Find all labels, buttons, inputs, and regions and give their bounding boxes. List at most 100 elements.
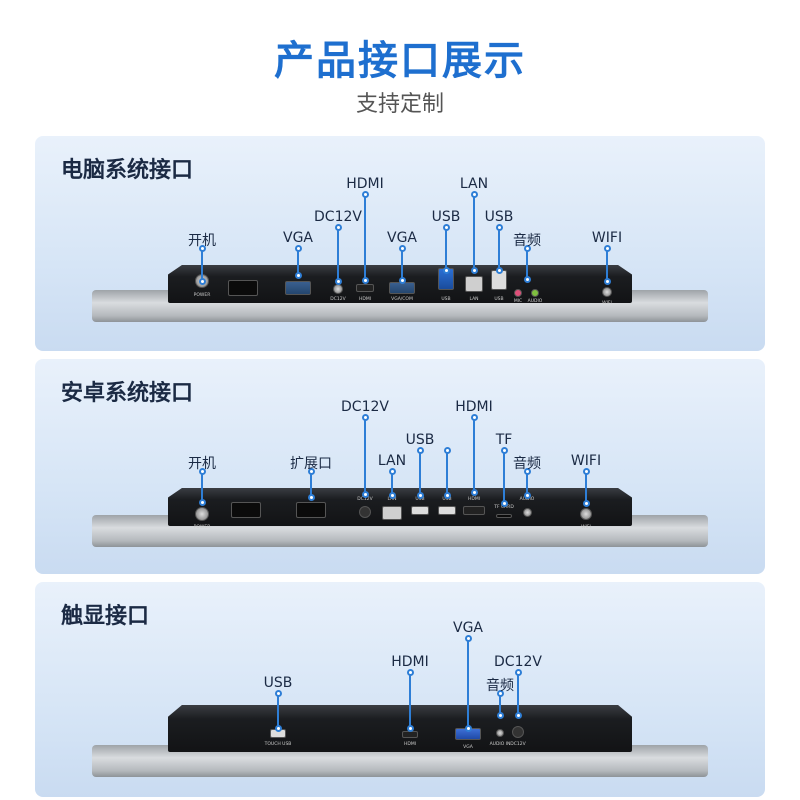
callout-dot xyxy=(442,223,450,231)
port-slot xyxy=(228,280,258,296)
callout-label: LAN xyxy=(377,453,407,469)
port-audio xyxy=(531,289,539,297)
callout-dot xyxy=(500,446,508,454)
port-label: HDMI xyxy=(403,742,417,747)
callout-dot xyxy=(198,277,206,285)
callout-dot xyxy=(334,223,342,231)
callout-dot xyxy=(523,275,531,283)
callout-label: USB xyxy=(405,432,435,448)
callout-line xyxy=(585,471,587,503)
port-label: USB xyxy=(415,497,425,502)
callout-label: USB xyxy=(484,209,514,225)
callout-dot xyxy=(495,223,503,231)
port-dc12v xyxy=(359,506,371,518)
port-dc12v xyxy=(333,284,343,294)
callout-dot xyxy=(398,244,406,252)
callout-line xyxy=(503,450,505,503)
port-label: VGA xyxy=(463,745,473,750)
callout-dot xyxy=(361,413,369,421)
callout-line xyxy=(201,248,203,281)
callout-label: DC12V xyxy=(494,654,542,670)
port-wifi xyxy=(580,508,592,520)
callout-dot xyxy=(514,668,522,676)
callout-dot xyxy=(334,277,342,285)
page-subtitle: 支持定制 xyxy=(355,92,444,117)
panel-title: 触显接口 xyxy=(61,604,150,629)
callout-line xyxy=(419,450,421,495)
callout-dot xyxy=(294,244,302,252)
callout-line xyxy=(364,194,366,280)
callout-label: 音频 xyxy=(513,456,541,472)
callout-dot xyxy=(496,711,504,719)
callout-line xyxy=(391,471,393,495)
port-label: DC12V xyxy=(330,297,346,302)
port-label: TOUCH USB xyxy=(264,742,292,747)
port-label: AUDIO xyxy=(527,299,543,304)
callout-dot xyxy=(470,488,478,496)
callout-label: 音频 xyxy=(513,233,541,249)
callout-dot xyxy=(470,266,478,274)
port-label: LAN xyxy=(387,497,397,502)
panel-touch-display-interfaces: 触显接口 TOUCH USB HDMI VGA AUDIO IN DC12V USB HDM… xyxy=(35,582,765,797)
callout-label: VGA xyxy=(386,230,418,246)
callout-dot xyxy=(388,467,396,475)
callout-dot xyxy=(443,491,451,499)
callout-dot xyxy=(443,446,451,454)
port-slot xyxy=(296,502,326,518)
panel-title: 电脑系统接口 xyxy=(61,158,194,183)
port-hdmi xyxy=(356,284,374,292)
callout-dot xyxy=(416,491,424,499)
callout-label: 扩展口 xyxy=(290,456,332,472)
callout-dot xyxy=(361,490,369,498)
callout-label: WIFI xyxy=(591,230,623,246)
port-label: WIFI xyxy=(581,525,591,530)
callout-dot xyxy=(361,190,369,198)
port-slot xyxy=(285,281,311,295)
callout-label: 开机 xyxy=(188,233,216,249)
callout-line xyxy=(526,248,528,279)
port-mic xyxy=(514,289,522,297)
callout-dot xyxy=(307,493,315,501)
port-label: VGA/COM xyxy=(391,297,413,302)
port-label: USB xyxy=(442,497,452,502)
callout-line xyxy=(337,227,339,281)
callout-label: HDMI xyxy=(455,399,493,415)
callout-label: USB xyxy=(263,675,293,691)
port-audio-in xyxy=(496,729,504,737)
callout-line xyxy=(446,450,448,495)
callout-line xyxy=(499,693,501,715)
callout-line xyxy=(498,227,500,270)
port-label: WIFI xyxy=(602,301,612,306)
callout-dot xyxy=(416,446,424,454)
port-tf-card xyxy=(496,514,512,518)
callout-dot xyxy=(464,634,472,642)
callout-label: DC12V xyxy=(314,209,362,225)
callout-dot xyxy=(582,467,590,475)
port-usb xyxy=(411,505,429,515)
port-label: AUDIO IN xyxy=(489,742,511,747)
callout-dot xyxy=(470,190,478,198)
callout-line xyxy=(409,672,411,728)
port-label: DC12V xyxy=(357,497,373,502)
callout-line xyxy=(467,638,469,728)
callout-label: HDMI xyxy=(391,654,429,670)
callout-line xyxy=(277,693,279,728)
port-label: AUDIO xyxy=(519,497,535,502)
port-lan xyxy=(382,506,402,520)
callout-dot xyxy=(514,711,522,719)
port-label: HDMI xyxy=(467,497,481,502)
port-lan xyxy=(465,276,483,292)
port-label: POWER xyxy=(193,293,211,298)
port-slot xyxy=(231,502,261,518)
callout-line xyxy=(473,417,475,492)
device-body xyxy=(168,705,632,752)
callout-dot xyxy=(523,467,531,475)
port-power xyxy=(195,507,209,521)
port-label: MIC xyxy=(513,299,523,304)
callout-label: 开机 xyxy=(188,456,216,472)
callout-line xyxy=(401,248,403,280)
callout-dot xyxy=(442,266,450,274)
port-wifi xyxy=(602,287,612,297)
port-label: TF CARD xyxy=(494,505,514,510)
